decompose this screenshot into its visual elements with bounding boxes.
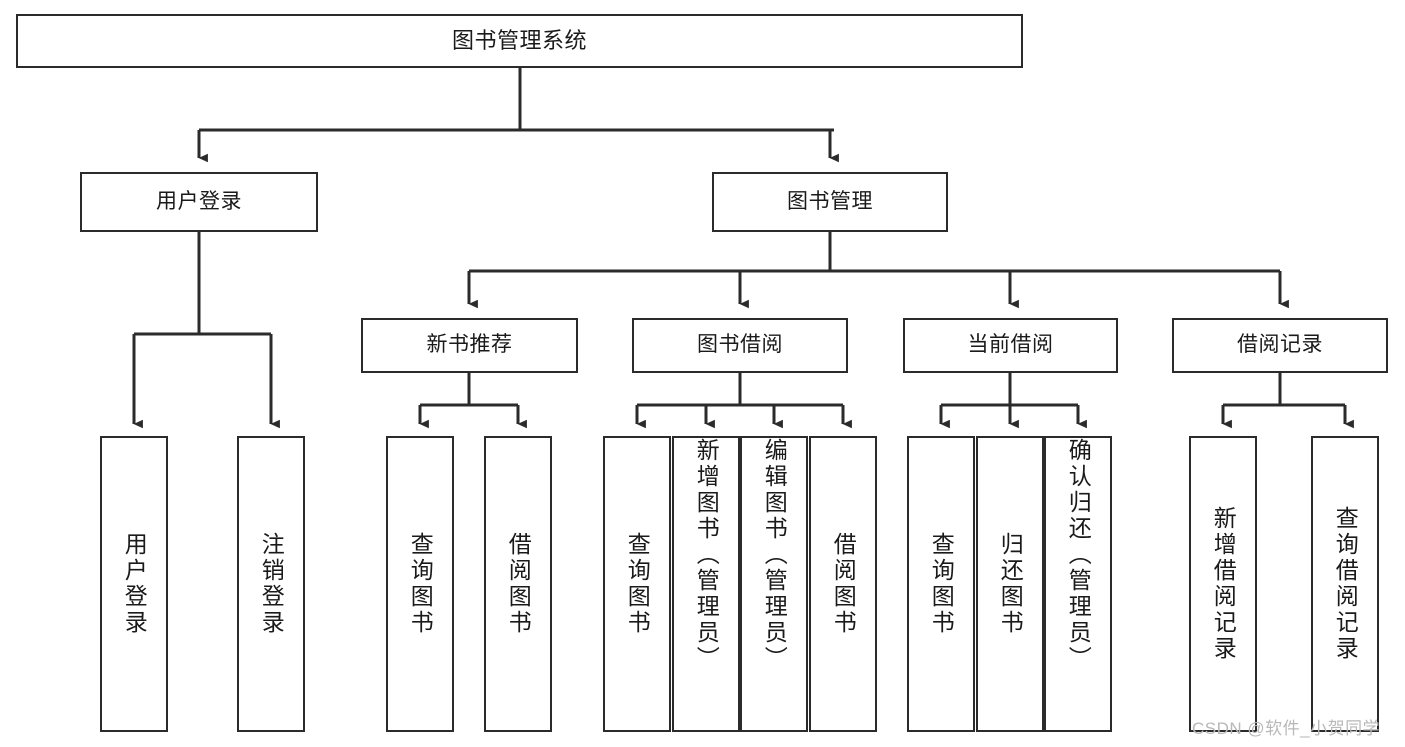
node-leaf-query-book-1[interactable]: 查询图书 xyxy=(386,436,454,732)
node-book-borrow-label: 图书借阅 xyxy=(697,333,783,357)
node-leaf-add-record-label: 新增借阅记录 xyxy=(1210,506,1237,662)
node-leaf-borrow-book-1[interactable]: 借阅图书 xyxy=(484,436,552,732)
node-leaf-borrow-book-2-label: 借阅图书 xyxy=(830,532,857,636)
node-leaf-add-record[interactable]: 新增借阅记录 xyxy=(1189,436,1257,732)
node-current-borrow-label: 当前借阅 xyxy=(967,333,1054,357)
node-book-borrow[interactable]: 图书借阅 xyxy=(632,318,848,373)
node-book-manage[interactable]: 图书管理 xyxy=(712,172,948,232)
node-root[interactable]: 图书管理系统 xyxy=(16,14,1023,68)
node-leaf-logout[interactable]: 注销登录 xyxy=(237,436,305,732)
node-leaf-borrow-book-1-label: 借阅图书 xyxy=(505,532,532,636)
node-leaf-logout-label: 注销登录 xyxy=(258,532,285,636)
node-leaf-return-book[interactable]: 归还图书 xyxy=(976,436,1044,732)
node-leaf-query-record[interactable]: 查询借阅记录 xyxy=(1311,436,1379,732)
node-user-login[interactable]: 用户登录 xyxy=(80,172,318,232)
node-leaf-return-book-label: 归还图书 xyxy=(997,532,1024,636)
node-leaf-borrow-book-2[interactable]: 借阅图书 xyxy=(809,436,877,732)
node-leaf-query-book-3[interactable]: 查询图书 xyxy=(907,436,975,732)
node-new-book-rec-label: 新书推荐 xyxy=(426,333,513,357)
node-borrow-record-label: 借阅记录 xyxy=(1237,333,1323,357)
node-root-label: 图书管理系统 xyxy=(451,28,587,54)
node-leaf-add-book[interactable]: 新增图书（管理员） xyxy=(672,436,740,732)
node-new-book-rec[interactable]: 新书推荐 xyxy=(361,318,578,373)
node-book-manage-label: 图书管理 xyxy=(787,189,873,213)
node-leaf-confirm-return-label: 确认归还（管理员） xyxy=(1065,438,1092,672)
node-leaf-query-book-1-label: 查询图书 xyxy=(407,532,434,636)
node-borrow-record[interactable]: 借阅记录 xyxy=(1172,318,1388,373)
node-user-login-label: 用户登录 xyxy=(156,189,242,213)
node-leaf-user-login[interactable]: 用户登录 xyxy=(100,436,168,732)
node-leaf-query-book-3-label: 查询图书 xyxy=(928,532,955,636)
node-leaf-query-record-label: 查询借阅记录 xyxy=(1332,506,1359,662)
node-leaf-query-book-2-label: 查询图书 xyxy=(624,532,651,636)
node-leaf-edit-book-label: 编辑图书（管理员） xyxy=(761,438,788,672)
node-leaf-edit-book[interactable]: 编辑图书（管理员） xyxy=(740,436,808,732)
node-current-borrow[interactable]: 当前借阅 xyxy=(903,318,1118,373)
node-leaf-confirm-return[interactable]: 确认归还（管理员） xyxy=(1044,436,1112,732)
node-leaf-query-book-2[interactable]: 查询图书 xyxy=(603,436,671,732)
node-leaf-add-book-label: 新增图书（管理员） xyxy=(693,438,720,672)
node-leaf-user-login-label: 用户登录 xyxy=(121,532,148,636)
csdn-watermark: CSDN @软件_小贺同学 xyxy=(1192,719,1381,738)
